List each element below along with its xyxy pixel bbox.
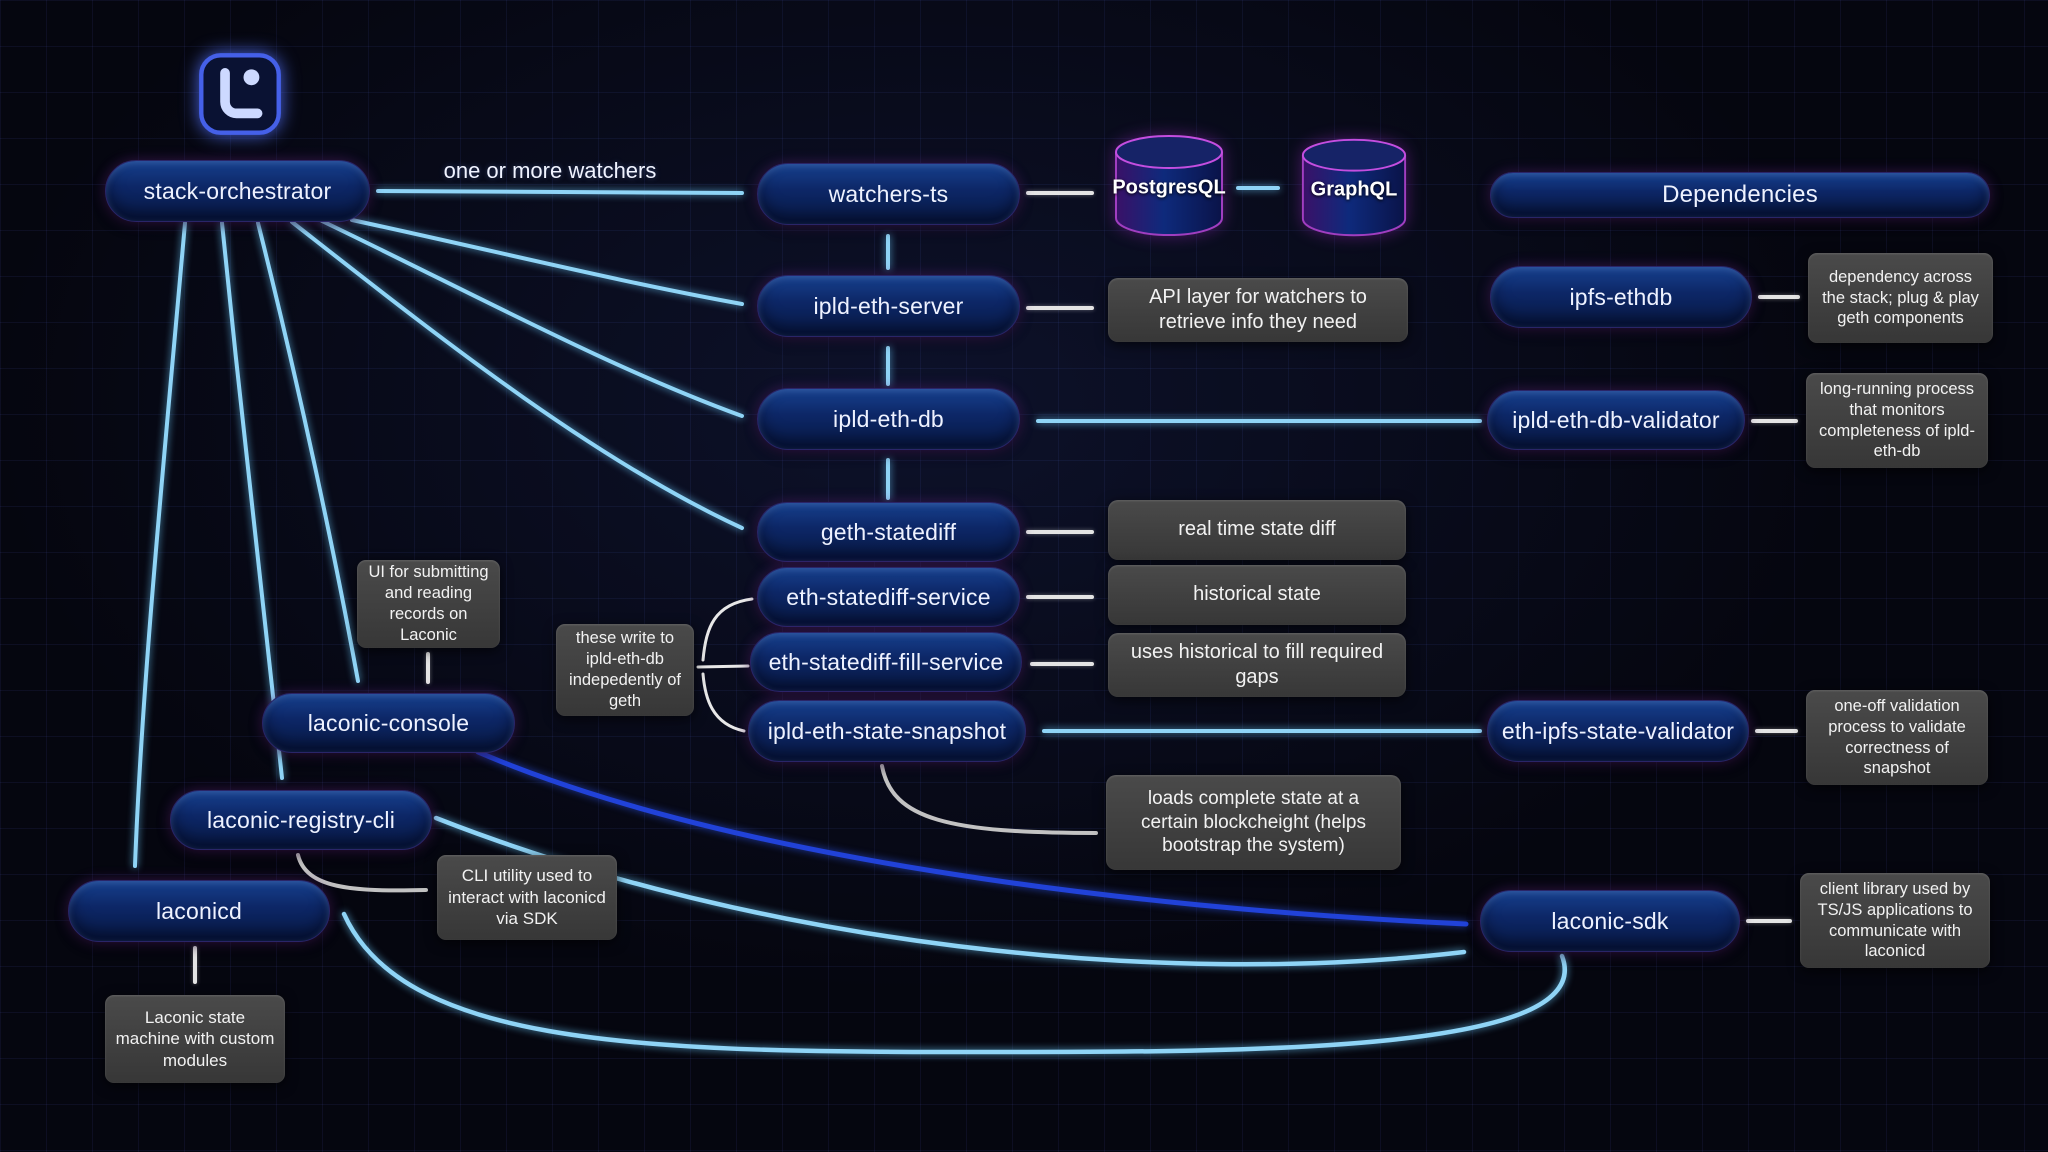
arrow-snapshot-to-loads-note (880, 764, 1098, 835)
arrow-stack-to-ipld-eth-db (320, 219, 744, 418)
node-label: eth-statediff-fill-service (768, 648, 1004, 675)
arrow-sdk-to-laconicd (341, 911, 1567, 1055)
arrow-stack-to-laconic-registry-cli (220, 221, 284, 780)
brace-top-branch (701, 597, 754, 662)
note-api-layer: API layer for watchers to retrieve info … (1108, 278, 1408, 342)
node-label: ipfs-ethdb (1569, 283, 1673, 310)
arrow-stack-to-laconic-console (256, 221, 360, 683)
note-snapshot-validator: one-off validation process to validate c… (1806, 690, 1988, 785)
graphql-cylinder: GraphQL (1290, 134, 1418, 242)
node-label: laconic-sdk (1551, 907, 1669, 934)
arrow-stack-to-ipld-eth-server (350, 218, 744, 306)
arrow-console-to-sdk (475, 749, 1469, 927)
watchers-count-note-text: one or more watchers (443, 158, 657, 183)
node-label: ipld-eth-db (833, 405, 944, 432)
node-label: geth-statediff (820, 518, 957, 545)
note-laconic-state-machine: Laconic state machine with custom module… (105, 995, 285, 1083)
postgresql-cylinder: PostgresQL (1106, 130, 1232, 242)
node-label: laconic-console (307, 709, 470, 736)
node-label: laconic-registry-cli (206, 806, 396, 833)
note-fill-gaps: uses historical to fill required gaps (1108, 633, 1406, 697)
node-label: stack-orchestrator (143, 177, 332, 204)
database-icon (1301, 138, 1407, 237)
node-ipld-eth-db-validator: ipld-eth-db-validator (1487, 390, 1745, 450)
node-label: eth-ipfs-state-validator (1501, 717, 1735, 744)
laconic-logo-icon (196, 48, 284, 140)
node-laconic-registry-cli: laconic-registry-cli (170, 790, 432, 850)
node-laconic-console: laconic-console (262, 693, 515, 753)
note-text: long-running process that monitors compl… (1819, 379, 1975, 461)
node-label: laconicd (156, 897, 242, 924)
note-text: historical state (1193, 583, 1321, 606)
note-db-validator: long-running process that monitors compl… (1806, 373, 1988, 468)
watchers-count-note: one or more watchers (428, 158, 672, 184)
node-label: ipld-eth-state-snapshot (767, 717, 1007, 744)
note-text: these write to ipld-eth-db indepedently … (569, 629, 681, 710)
node-eth-ipfs-state-validator: eth-ipfs-state-validator (1487, 700, 1749, 762)
note-text: Laconic state machine with custom module… (115, 1007, 275, 1070)
node-watchers-ts: watchers-ts (757, 163, 1020, 225)
node-label: ipld-eth-server (813, 292, 964, 319)
node-eth-statediff-fill-service: eth-statediff-fill-service (750, 632, 1022, 692)
cylinder-label: PostgresQL (1112, 176, 1226, 199)
note-ui-console: UI for submitting and reading records on… (357, 560, 500, 648)
node-laconic-sdk: laconic-sdk (1480, 890, 1740, 952)
note-text: real time state diff (1178, 518, 1336, 541)
node-geth-statediff: geth-statediff (757, 502, 1020, 562)
arrow-stack-to-laconicd (133, 221, 187, 868)
note-text: uses historical to fill required gaps (1130, 640, 1384, 688)
node-label: eth-statediff-service (786, 583, 991, 610)
dependencies-header: Dependencies (1490, 172, 1990, 218)
database-icon (1115, 135, 1223, 236)
note-text: client library used by TS/JS application… (1817, 879, 1973, 961)
node-label: ipld-eth-db-validator (1512, 406, 1720, 433)
note-text: dependency across the stack; plug & play… (1822, 267, 1979, 328)
note-cli-utility: CLI utility used to interact with laconi… (437, 855, 617, 940)
arrow-stack-to-geth-statediff (290, 220, 744, 530)
note-text: CLI utility used to interact with laconi… (448, 866, 606, 929)
note-text: UI for submitting and reading records on… (368, 563, 489, 644)
arrow-registry-cli-to-cli-note (296, 853, 428, 893)
node-ipld-eth-db: ipld-eth-db (757, 388, 1020, 450)
arrow-stack-to-watchers (376, 189, 744, 195)
node-ipld-eth-state-snapshot: ipld-eth-state-snapshot (748, 700, 1026, 762)
note-sdk: client library used by TS/JS application… (1800, 873, 1990, 968)
node-ipld-eth-server: ipld-eth-server (757, 275, 1020, 337)
brace-bottom-branch (701, 672, 746, 733)
note-text: API layer for watchers to retrieve info … (1149, 285, 1367, 333)
node-eth-statediff-service: eth-statediff-service (757, 567, 1020, 627)
node-laconicd: laconicd (68, 880, 330, 942)
note-loads-state: loads complete state at a certain blockc… (1106, 775, 1401, 870)
brace-middle-branch (696, 664, 750, 669)
note-text: one-off validation process to validate c… (1828, 696, 1966, 778)
note-text: loads complete state at a certain blockc… (1141, 787, 1366, 857)
note-ipfs-ethdb: dependency across the stack; plug & play… (1808, 253, 1993, 343)
header-label: Dependencies (1662, 181, 1818, 208)
note-real-time: real time state diff (1108, 500, 1406, 560)
node-label: watchers-ts (828, 180, 949, 207)
cylinder-label: GraphQL (1310, 178, 1398, 201)
note-write-independently: these write to ipld-eth-db indepedently … (556, 624, 694, 716)
node-stack-orchestrator: stack-orchestrator (105, 160, 370, 222)
node-ipfs-ethdb: ipfs-ethdb (1490, 266, 1752, 328)
note-historical-state: historical state (1108, 565, 1406, 625)
